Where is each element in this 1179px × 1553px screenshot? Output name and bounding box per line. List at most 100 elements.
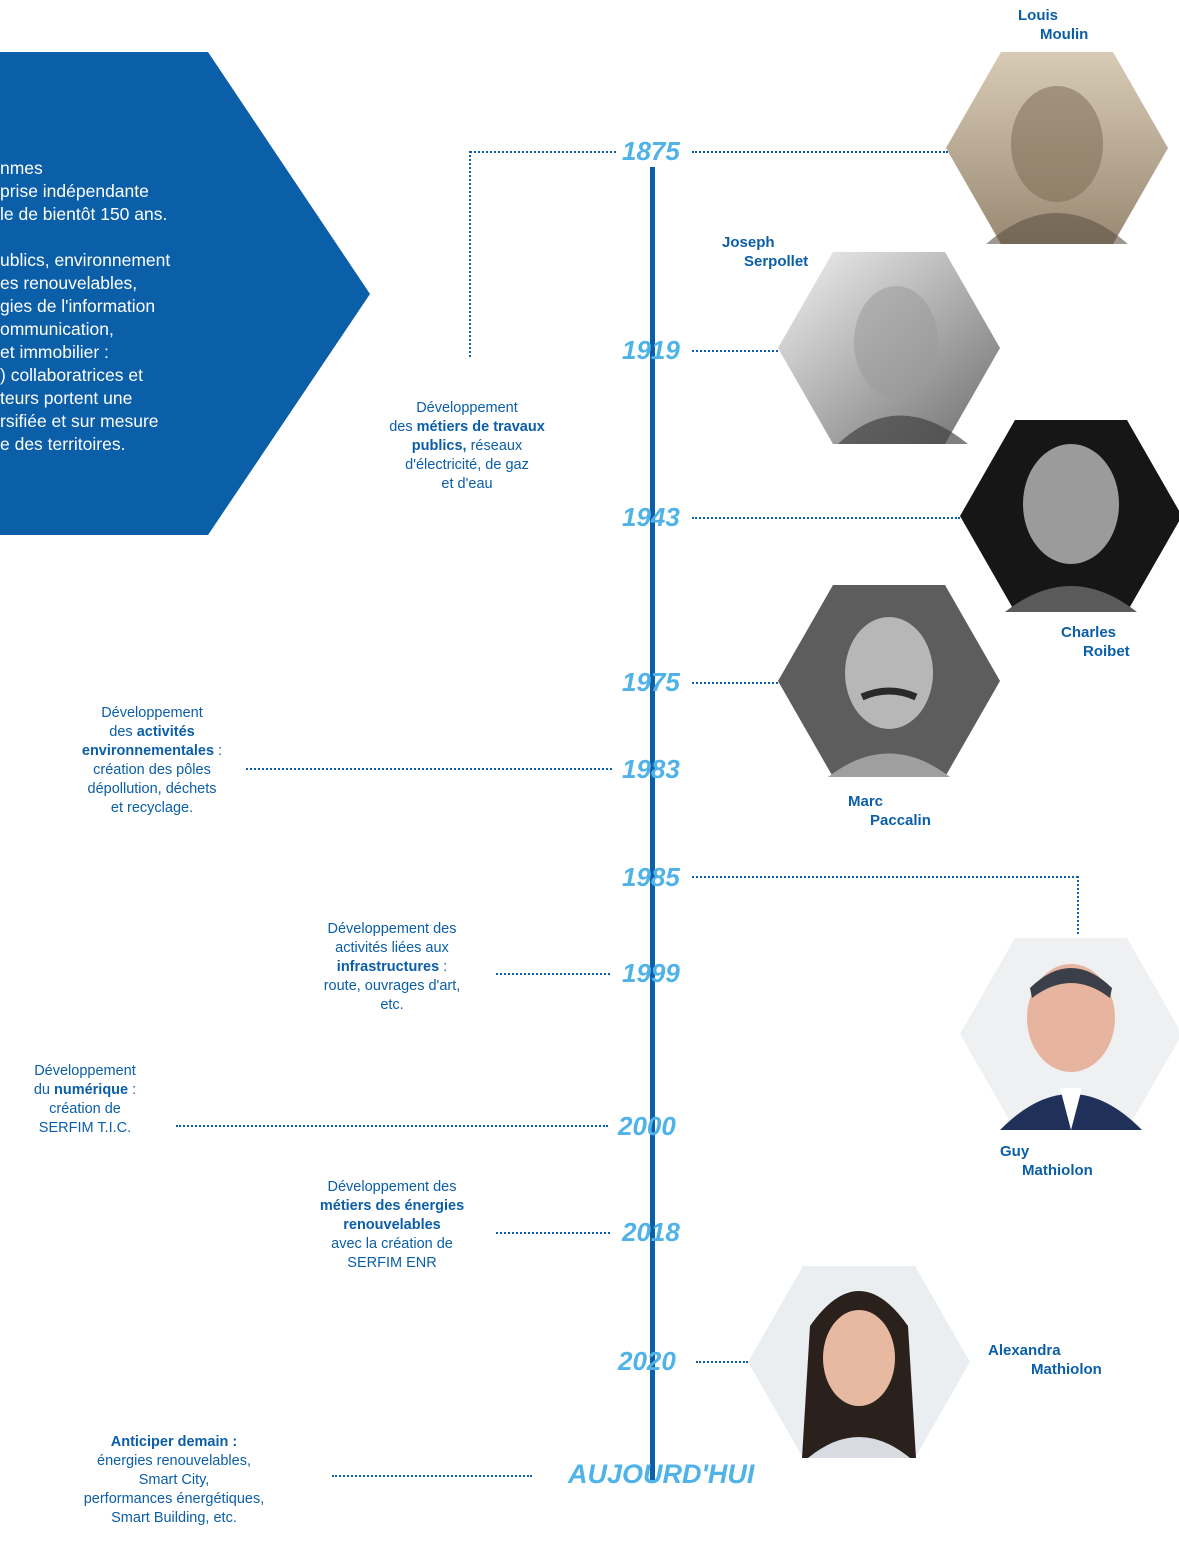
year-2018: 2018 (622, 1217, 680, 1247)
desc-1875-line5: et d'eau (441, 476, 493, 492)
desc-2018-bold2: renouvelables (343, 1217, 441, 1233)
name-guy-mathiolon: Guy Mathiolon (1000, 1142, 1093, 1180)
connector-1875-right (692, 151, 948, 153)
connector-2018 (496, 1232, 610, 1234)
name-last: Serpollet (744, 253, 809, 270)
desc-2000-line2: du numérique : (0, 1081, 170, 1100)
desc-1999-line4: route, ouvrages d'art, (323, 978, 461, 994)
name-first: Louis (1018, 7, 1058, 24)
desc-2000-text2: : (128, 1082, 137, 1098)
connector-1875-down (469, 151, 471, 357)
connector-1985 (692, 876, 1078, 878)
desc-1875-bold2: publics, (411, 438, 467, 454)
desc-2000-line3: création de (49, 1101, 121, 1117)
desc-1999-text: : (439, 959, 448, 975)
desc-aujourdhui-line4: performances énergétiques, (83, 1491, 265, 1507)
name-last: Roibet (1083, 643, 1130, 660)
year-1985: 1985 (622, 862, 680, 892)
desc-1983-line4: création des pôles (93, 762, 211, 778)
portrait-charles-roibet (960, 420, 1179, 612)
desc-2000-line4: SERFIM T.I.C. (38, 1120, 132, 1136)
connector-1975 (692, 682, 778, 684)
desc-1983-text: des (109, 724, 137, 740)
connector-aujourdhui (332, 1475, 532, 1477)
connector-1875-left (470, 151, 616, 153)
year-1975: 1975 (622, 667, 680, 697)
portrait-guy-mathiolon (960, 938, 1179, 1130)
portrait-louis-moulin (946, 52, 1168, 244)
desc-1875-text: des (389, 419, 417, 435)
desc-2000-text: du (33, 1082, 54, 1098)
connector-1985-down (1077, 876, 1079, 934)
intro-shape (0, 52, 370, 535)
intro-text: nmes prise indépendante le de bientôt 15… (0, 158, 171, 454)
name-first: Alexandra (988, 1342, 1061, 1359)
desc-1999-line3: infrastructures : (290, 958, 494, 977)
year-aujourdhui: AUJOURD'HUI (568, 1459, 755, 1489)
desc-aujourdhui-line2: énergies renouvelables, (97, 1453, 251, 1469)
desc-2018-line5: SERFIM ENR (347, 1255, 437, 1271)
desc-aujourdhui-line1: Anticiper demain : (44, 1433, 304, 1452)
name-louis-moulin: Louis Moulin (1018, 6, 1088, 44)
desc-2018-line3: renouvelables (290, 1216, 494, 1235)
connector-1943 (692, 517, 960, 519)
desc-1875-text2: réseaux (466, 438, 523, 454)
name-marc-paccalin: Marc Paccalin (848, 792, 931, 830)
desc-1999-line1: Développement des (327, 921, 457, 937)
year-1875: 1875 (622, 136, 680, 166)
desc-1983-line2: des activités (52, 723, 252, 742)
desc-2000: Développement du numérique : création de… (0, 1062, 170, 1138)
desc-2000-line1: Développement (34, 1063, 136, 1079)
year-1983: 1983 (622, 754, 680, 784)
year-1999: 1999 (622, 958, 680, 988)
desc-2018-bold: métiers des énergies (319, 1198, 465, 1214)
desc-1875-bold: métiers de travaux (416, 419, 545, 435)
name-alexandra-mathiolon: Alexandra Mathiolon (988, 1341, 1102, 1379)
connector-1999 (496, 973, 610, 975)
intro-panel: nmes prise indépendante le de bientôt 15… (0, 52, 370, 535)
timeline-axis (650, 167, 655, 1480)
desc-1983-line1: Développement (101, 705, 203, 721)
desc-1875-line3: publics, réseaux (372, 437, 562, 456)
desc-aujourdhui-line3: Smart City, (138, 1472, 210, 1488)
desc-aujourdhui-bold: Anticiper demain : (110, 1434, 238, 1450)
name-first: Marc (848, 793, 884, 810)
name-first: Guy (1000, 1143, 1030, 1160)
desc-aujourdhui: Anticiper demain : énergies renouvelable… (44, 1433, 304, 1528)
connector-2020 (696, 1361, 748, 1363)
name-last: Mathiolon (1022, 1162, 1093, 1179)
portrait-joseph-serpollet (778, 252, 1000, 444)
connector-1983 (246, 768, 612, 770)
name-first: Joseph (722, 234, 775, 251)
desc-2000-bold: numérique (53, 1082, 129, 1098)
portrait-alexandra-mathiolon (748, 1266, 970, 1458)
desc-1983-bold: activités (136, 724, 195, 740)
year-2000: 2000 (618, 1111, 676, 1141)
name-charles-roibet: Charles Roibet (1061, 623, 1130, 661)
desc-2018-line2: métiers des énergies (290, 1197, 494, 1216)
desc-1983-text2: : (214, 743, 223, 759)
desc-1983-line6: et recyclage. (110, 800, 194, 816)
name-first: Charles (1061, 624, 1117, 641)
portrait-marc-paccalin (778, 585, 1000, 777)
desc-2018-line1: Développement des (327, 1179, 457, 1195)
connector-2000 (176, 1125, 608, 1127)
desc-1999-bold: infrastructures (336, 959, 440, 975)
desc-1983-line5: dépollution, déchets (87, 781, 217, 797)
name-joseph-serpollet: Joseph Serpollet (722, 233, 808, 271)
desc-1875: Développement des métiers de travaux pub… (372, 399, 562, 494)
name-last: Paccalin (870, 812, 931, 829)
desc-1875-line1: Développement (416, 400, 518, 416)
year-1919: 1919 (622, 335, 680, 365)
desc-1875-line2: des métiers de travaux (372, 418, 562, 437)
desc-1983-bold2: environnementales (81, 743, 215, 759)
desc-1983-line3: environnementales : (52, 742, 252, 761)
name-last: Moulin (1040, 26, 1089, 43)
desc-1999-line2: activités liées aux (335, 940, 449, 956)
desc-1999: Développement des activités liées aux in… (290, 920, 494, 1015)
desc-aujourdhui-line5: Smart Building, etc. (111, 1510, 237, 1526)
desc-2018: Développement des métiers des énergies r… (290, 1178, 494, 1273)
desc-1983: Développement des activités environnemen… (52, 704, 252, 818)
desc-2018-line4: avec la création de (331, 1236, 453, 1252)
desc-1999-line5: etc. (380, 997, 404, 1013)
